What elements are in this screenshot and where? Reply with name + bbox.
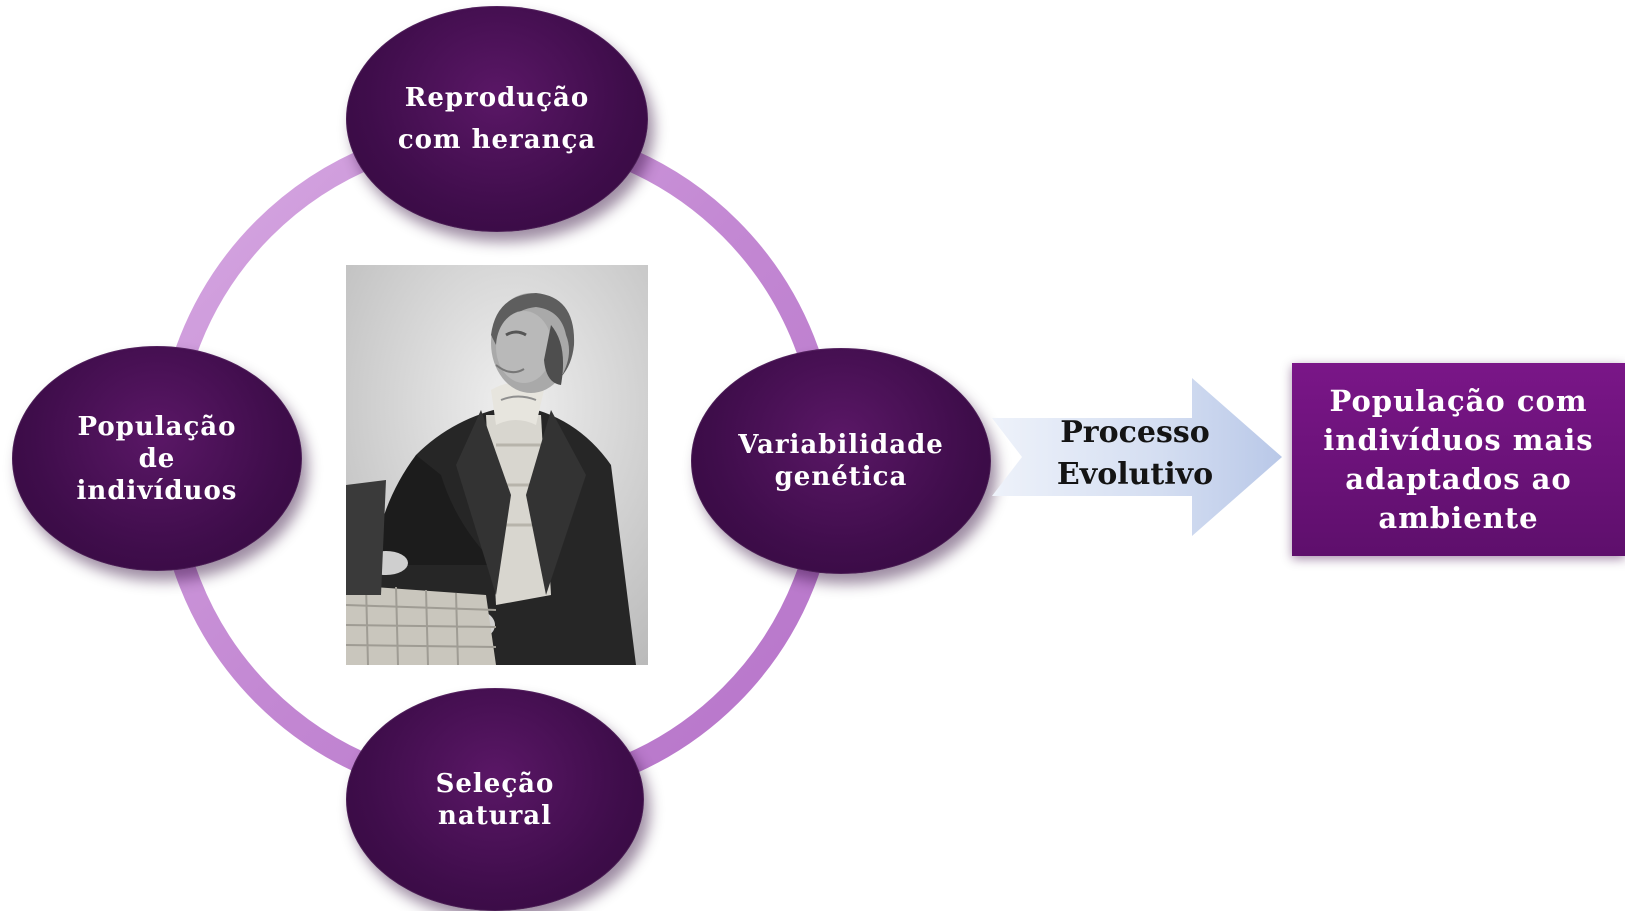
result-box: População com indivíduos mais adaptados … (1292, 363, 1625, 556)
arrow-label-line1: Processo (1060, 415, 1210, 450)
result-line2: indivíduos mais (1323, 422, 1594, 457)
node-variabilidade-line2: genética (774, 462, 908, 492)
node-selecao: Seleção natural (346, 688, 644, 911)
node-selecao-line1: Seleção (435, 768, 555, 799)
node-variabilidade: Variabilidade genética (691, 348, 991, 574)
result-line3: adaptados ao (1345, 461, 1572, 496)
node-reproducao-line2: com herança (397, 125, 597, 155)
result-line1: População com (1329, 383, 1588, 418)
arrow-shape (992, 378, 1282, 536)
process-arrow (992, 378, 1282, 536)
node-populacao-line3: indivíduos (76, 475, 238, 506)
node-populacao: População de indivíduos (12, 346, 302, 571)
arrow-label-line2: Evolutivo (1056, 457, 1214, 492)
node-variabilidade-line1: Variabilidade (738, 430, 944, 460)
portrait-photo (346, 265, 648, 665)
node-reproducao: Reprodução com herança (346, 6, 648, 232)
node-populacao-line1: População (77, 411, 237, 442)
result-line4: ambiente (1378, 500, 1539, 535)
node-populacao-line2: de (138, 443, 176, 474)
arrow-label: Processo Evolutivo (1030, 412, 1240, 496)
node-reproducao-line1: Reprodução (404, 83, 590, 113)
node-selecao-line2: natural (437, 800, 553, 831)
